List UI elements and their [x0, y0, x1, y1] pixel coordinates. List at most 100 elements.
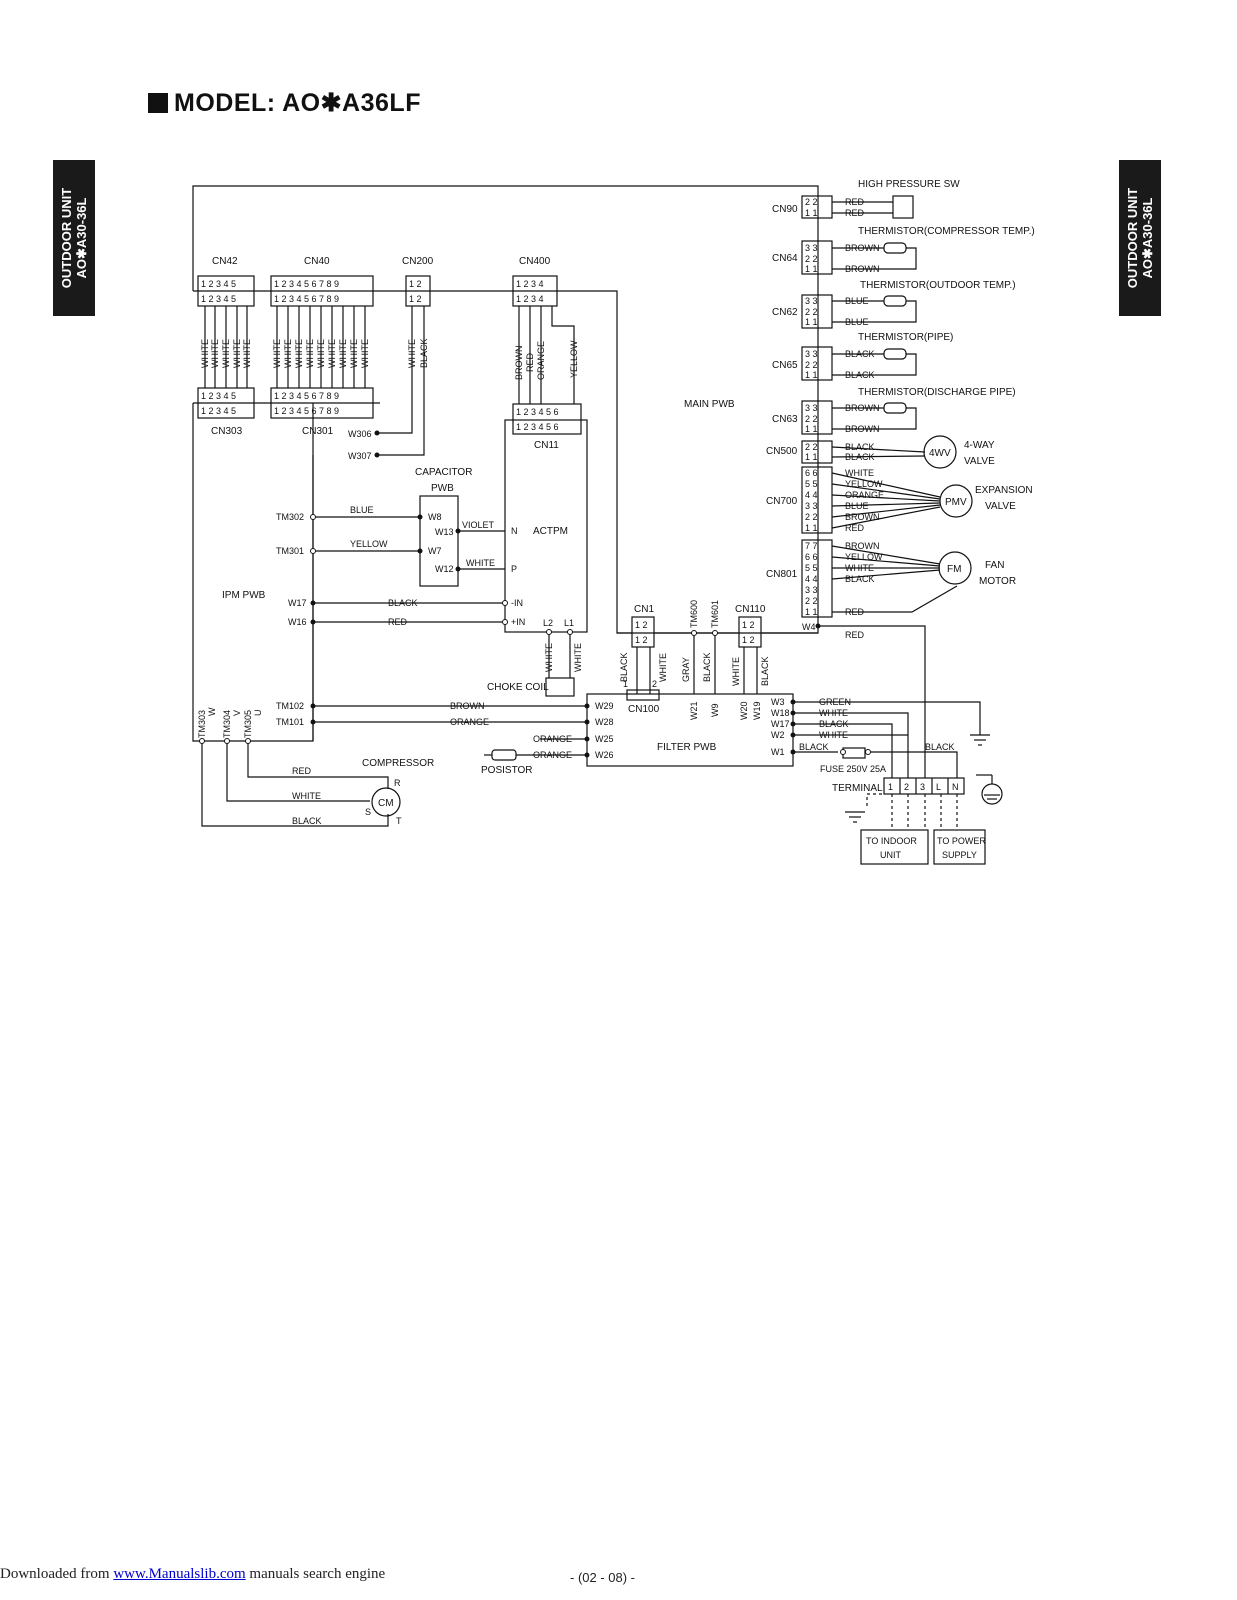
wire-green-w3: GREEN: [819, 697, 851, 707]
w17b-label: W17: [771, 719, 790, 729]
cn100-pin1-label: 1: [623, 679, 628, 689]
l1-label: L1: [564, 618, 574, 628]
cn90-label: CN90: [772, 204, 798, 215]
w4-label: W4: [802, 622, 816, 632]
wire-white-cn42-1: WHITE: [200, 339, 210, 368]
actpm-label: ACTPM: [533, 526, 568, 537]
svg-text:1 2 3 4 5: 1 2 3 4 5: [201, 406, 236, 416]
wire-white-cn110: WHITE: [731, 657, 741, 686]
svg-text:1 1: 1 1: [805, 264, 818, 274]
side-tab-left: OUTDOOR UNIT AO✱A30-36L: [53, 160, 95, 316]
svg-text:1 1: 1 1: [805, 452, 818, 462]
tm303-w-label: W: [207, 707, 217, 716]
w3-label: W3: [771, 697, 785, 707]
cn110-label: CN110: [735, 604, 766, 615]
w13-label: W13: [435, 527, 454, 537]
to-power-label-2: SUPPLY: [942, 850, 977, 860]
wire-white-cn200: WHITE: [407, 339, 417, 368]
svg-text:1 2 3 4 5 6 7 8 9: 1 2 3 4 5 6 7 8 9: [274, 279, 339, 289]
wire-red-cn700: RED: [845, 523, 865, 533]
tm304-label: TM304: [222, 710, 232, 738]
wire-orange-cn400: ORANGE: [536, 341, 546, 380]
wire-white-cn40-1: WHITE: [272, 339, 282, 368]
wire-red-cn90-1: RED: [845, 197, 865, 207]
wire-red-compressor-label: RED: [292, 766, 312, 776]
to-indoor-label-2: UNIT: [880, 850, 901, 860]
svg-text:7 7: 7 7: [805, 541, 818, 551]
svg-text:2 2: 2 2: [805, 197, 818, 207]
footer-source: Downloaded from www.Manualslib.com manua…: [0, 1566, 385, 1583]
cn100-label: CN100: [628, 704, 660, 715]
tm304-v-label: V: [232, 710, 242, 716]
w21-label: W21: [689, 701, 699, 720]
wire-orange-cn700: ORANGE: [845, 490, 884, 500]
wire-orange-tm101-label: ORANGE: [450, 717, 489, 727]
wire-black-cn65-2: BLACK: [845, 370, 875, 380]
wire-white-cn40-4: WHITE: [305, 339, 315, 368]
svg-text:3 3: 3 3: [805, 403, 818, 413]
wire-white-w18: WHITE: [819, 708, 848, 718]
footer-link[interactable]: www.Manualslib.com: [113, 1566, 246, 1582]
svg-text:3 3: 3 3: [805, 243, 818, 253]
w28-label: W28: [595, 717, 614, 727]
w2-label: W2: [771, 730, 785, 740]
w18-label: W18: [771, 708, 790, 718]
w17-label: W17: [288, 598, 307, 608]
w20-label: W20: [739, 701, 749, 720]
wire-white-compressor-label: WHITE: [292, 791, 321, 801]
svg-text:1 1: 1 1: [805, 607, 818, 617]
w29-label: W29: [595, 701, 614, 711]
wire-white-cn40-3: WHITE: [294, 339, 304, 368]
cn1-label: CN1: [634, 604, 654, 615]
wire-white-cn42-4: WHITE: [232, 339, 242, 368]
w307-label: W307: [348, 451, 372, 461]
svg-text:1 2: 1 2: [635, 635, 648, 645]
svg-text:1 2 3 4 5: 1 2 3 4 5: [201, 391, 236, 401]
wire-black-cn110: BLACK: [760, 656, 770, 686]
wire-orange-w25-label: ORANGE: [533, 734, 572, 744]
svg-text:1 2 3 4 5: 1 2 3 4 5: [201, 294, 236, 304]
wire-black-cn1: BLACK: [619, 652, 629, 682]
fourwv-symbol-label: 4WV: [929, 448, 951, 459]
wire-white-cn40-6: WHITE: [327, 339, 337, 368]
svg-text:1 2 3 4 5 6 7 8 9: 1 2 3 4 5 6 7 8 9: [274, 406, 339, 416]
svg-text:3 3: 3 3: [805, 501, 818, 511]
tm305-u-label: U: [253, 710, 263, 717]
wire-white-cn40-2: WHITE: [283, 339, 293, 368]
cn64-label: CN64: [772, 253, 798, 264]
w306-label: W306: [348, 429, 372, 439]
wire-white-cn40-9: WHITE: [360, 339, 370, 368]
tm302-label: TM302: [276, 512, 304, 522]
wire-black-fuse: BLACK: [925, 742, 955, 752]
wire-black-w1: BLACK: [799, 742, 829, 752]
wire-blue-cn62-1: BLUE: [845, 296, 869, 306]
square-bullet-icon: [148, 93, 168, 113]
svg-text:1 1: 1 1: [805, 208, 818, 218]
cn700-label: CN700: [766, 496, 798, 507]
svg-text:1 2: 1 2: [742, 620, 755, 630]
svg-text:4 4: 4 4: [805, 574, 818, 584]
svg-text:1 1: 1 1: [805, 523, 818, 533]
junction-dots: [310, 430, 821, 758]
wire-white-cn42-2: WHITE: [210, 339, 220, 368]
fm-name-2: MOTOR: [979, 576, 1016, 587]
tm101-label: TM101: [276, 717, 304, 727]
thermistor-outdoor-label: THERMISTOR(OUTDOOR TEMP.): [860, 280, 1016, 291]
wire-black-minus-label: BLACK: [388, 598, 418, 608]
fourwv-name-1: 4-WAY: [964, 440, 995, 451]
terminal-r-label: R: [394, 778, 401, 788]
terminal-t-label: T: [396, 816, 402, 826]
terminal-s-label: S: [365, 807, 371, 817]
thermistor-discharge-label: THERMISTOR(DISCHARGE PIPE): [858, 387, 1016, 398]
svg-text:1 2: 1 2: [742, 635, 755, 645]
wire-white-l2: WHITE: [544, 643, 554, 672]
main-pwb-label: MAIN PWB: [684, 399, 735, 410]
wire-black-cn200: BLACK: [419, 338, 429, 368]
svg-text:2 2: 2 2: [805, 360, 818, 370]
fourwv-name-2: VALVE: [964, 456, 995, 467]
svg-text:4 4: 4 4: [805, 490, 818, 500]
tm305-label: TM305: [243, 710, 253, 738]
svg-text:1 2: 1 2: [409, 294, 422, 304]
svg-text:1 1: 1 1: [805, 424, 818, 434]
ipm-pwb-label: IPM PWB: [222, 590, 266, 601]
